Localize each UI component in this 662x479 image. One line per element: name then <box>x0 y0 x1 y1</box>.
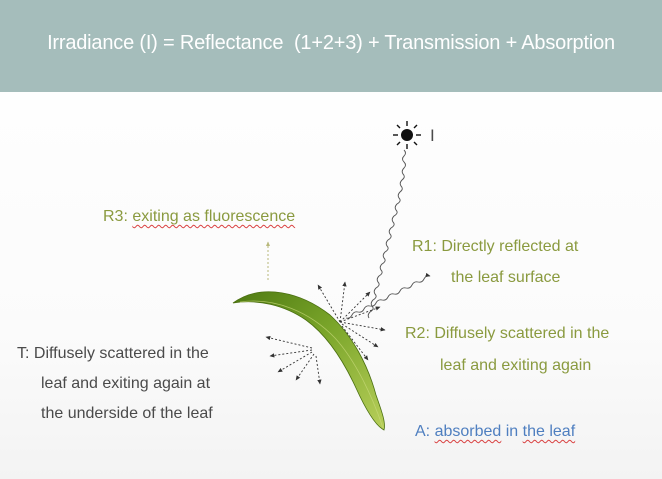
a-word-absorbed: absorbed <box>434 423 502 440</box>
r1-line2: the leaf surface <box>451 269 561 286</box>
t-line3: the underside of the leaf <box>41 405 213 422</box>
irradiance-label: I <box>430 126 435 145</box>
t-line2: leaf and exiting again at <box>41 375 211 392</box>
reflected-ray <box>345 272 431 319</box>
a-word-leaf: the leaf <box>522 423 576 440</box>
incoming-ray <box>367 149 406 319</box>
leaf-midrib <box>239 300 384 429</box>
sun-icon <box>393 121 421 149</box>
r3-prefix: R3: <box>103 208 128 225</box>
title-banner: Irradiance (I) = Reflectance (1+2+3) + T… <box>0 0 662 92</box>
r2-line1: R2: Diffusely scattered in the <box>405 325 610 342</box>
scatter-arrows-upper <box>317 281 386 361</box>
r2-line2: leaf and exiting again <box>440 357 592 374</box>
a-prefix: A: <box>415 423 431 440</box>
scatter-arrows-lower <box>265 335 322 385</box>
equation-title: Irradiance (I) = Reflectance (1+2+3) + T… <box>47 32 615 54</box>
a-label: A: absorbed in the leaf <box>415 418 575 445</box>
leaf <box>232 291 385 431</box>
t-line1: T: Diffusely scattered in the <box>17 345 209 362</box>
r3-label: R3: exiting as fluorescence <box>103 203 295 230</box>
r1-line1: R1: Directly reflected at <box>412 238 579 255</box>
a-word-in: in <box>505 423 519 440</box>
r3-text: exiting as fluorescence <box>132 208 296 225</box>
